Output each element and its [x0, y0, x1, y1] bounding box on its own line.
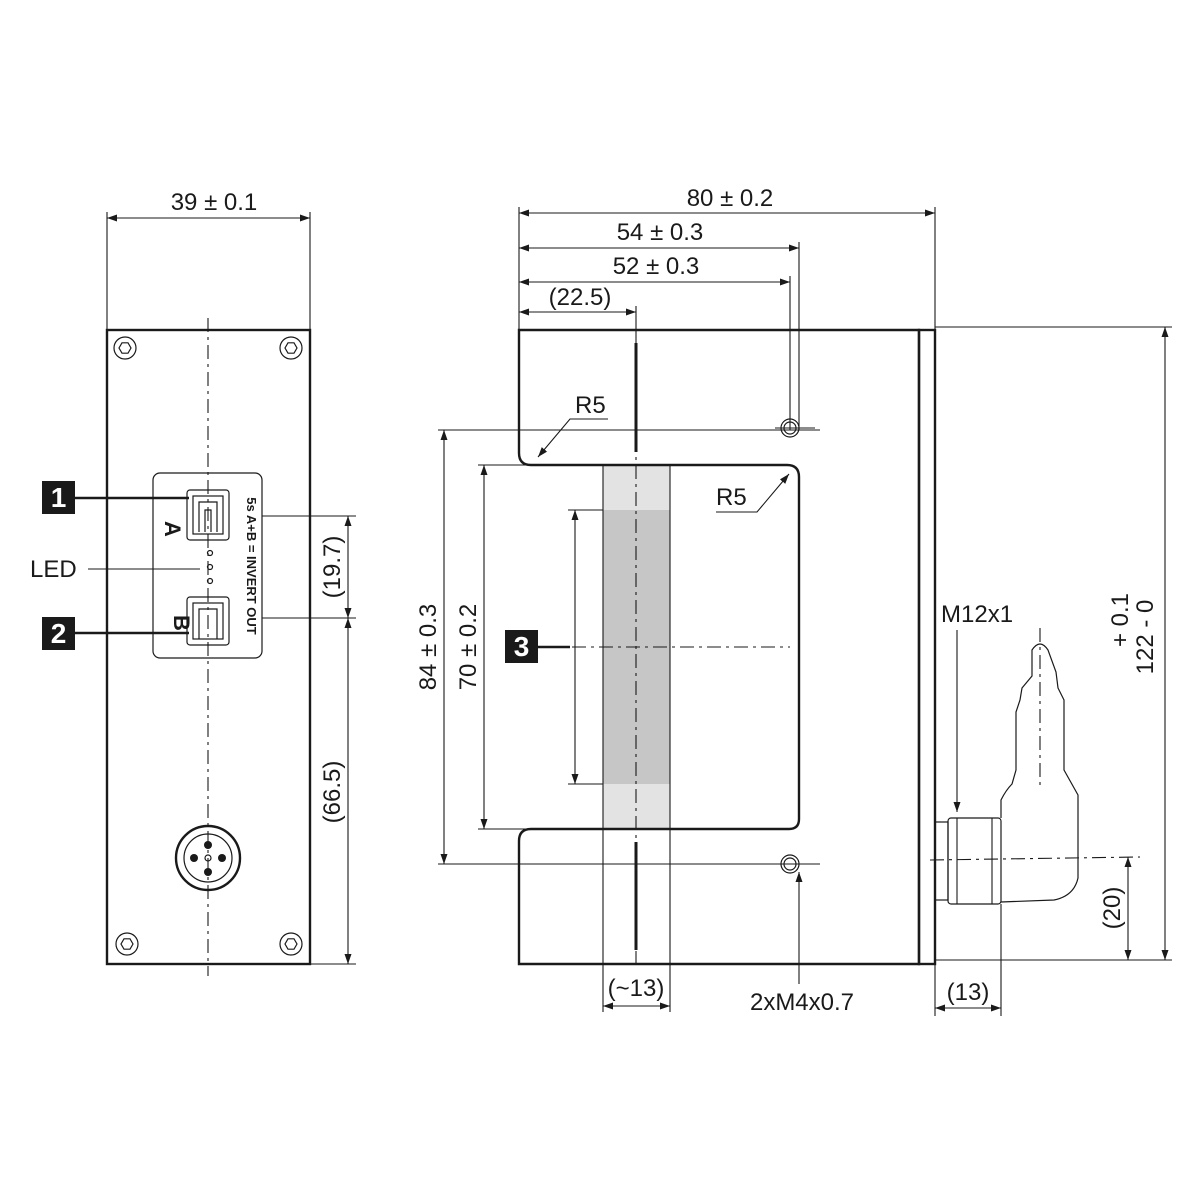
m12-connector-icon [174, 824, 242, 892]
led-dot-icon [206, 577, 214, 585]
callout-2-number: 2 [51, 618, 67, 649]
push-button-b [186, 596, 230, 646]
connector-axis-line [929, 856, 1141, 861]
connector-label: M12x1 [941, 601, 1013, 628]
button-b-label: B [169, 615, 194, 631]
m12-angled-connector [934, 628, 1079, 905]
button-a-label: A [160, 521, 185, 537]
slot-dimension: (~13) [608, 975, 665, 1002]
dim-52: 52 ± 0.3 [613, 253, 700, 280]
fork-sensor-housing [517, 328, 921, 966]
radius-upper-leader [537, 418, 608, 458]
threaded-hole-icon [775, 418, 815, 438]
callout-1-number: 1 [51, 482, 67, 513]
callout-3-badge [505, 630, 538, 663]
led-label: LED [30, 556, 77, 583]
overall-width-dimension: 80 ± 0.2 [687, 185, 774, 212]
radius-lower-label: R5 [716, 484, 747, 511]
mounting-plate [917, 328, 937, 966]
hex-socket-screw-icon [279, 932, 303, 956]
dim-84: 84 ± 0.3 [415, 604, 442, 691]
height-tolerance: + 0.1 [1107, 593, 1134, 647]
callout-3-number: 3 [514, 631, 530, 662]
radius-lower-leader [716, 473, 790, 513]
dim-70: 70 ± 0.2 [455, 604, 482, 691]
height-dimension: 122 - 0 [1132, 600, 1159, 675]
callout-2-badge [42, 617, 75, 650]
callout-1-badge [42, 481, 75, 514]
push-button-a [186, 489, 230, 541]
panel-instruction-text: 5s A+B = INVERT OUT [244, 497, 259, 635]
lower-dimension: (66.5) [319, 761, 346, 824]
dim-54: 54 ± 0.3 [617, 219, 704, 246]
radius-upper-label: R5 [575, 392, 606, 419]
front-view: 39 ± 0.1 A [30, 189, 356, 976]
dim-13: (13) [947, 979, 990, 1006]
dim-22-5: (22.5) [549, 284, 612, 311]
hex-socket-screw-icon [113, 336, 137, 360]
led-dot-icon [206, 549, 214, 557]
holes-label: 2xM4x0.7 [750, 989, 854, 1016]
dim-20: (20) [1099, 887, 1126, 930]
side-view: 80 ± 0.2 54 ± 0.3 52 ± 0.3 (22.5) [415, 185, 1172, 1016]
hex-socket-screw-icon [115, 932, 139, 956]
button-spacing-dimension: (19.7) [319, 536, 346, 599]
width-dimension: 39 ± 0.1 [171, 189, 258, 216]
led-dot-icon [206, 563, 214, 571]
control-panel [152, 472, 263, 659]
hex-socket-screw-icon [279, 336, 303, 360]
